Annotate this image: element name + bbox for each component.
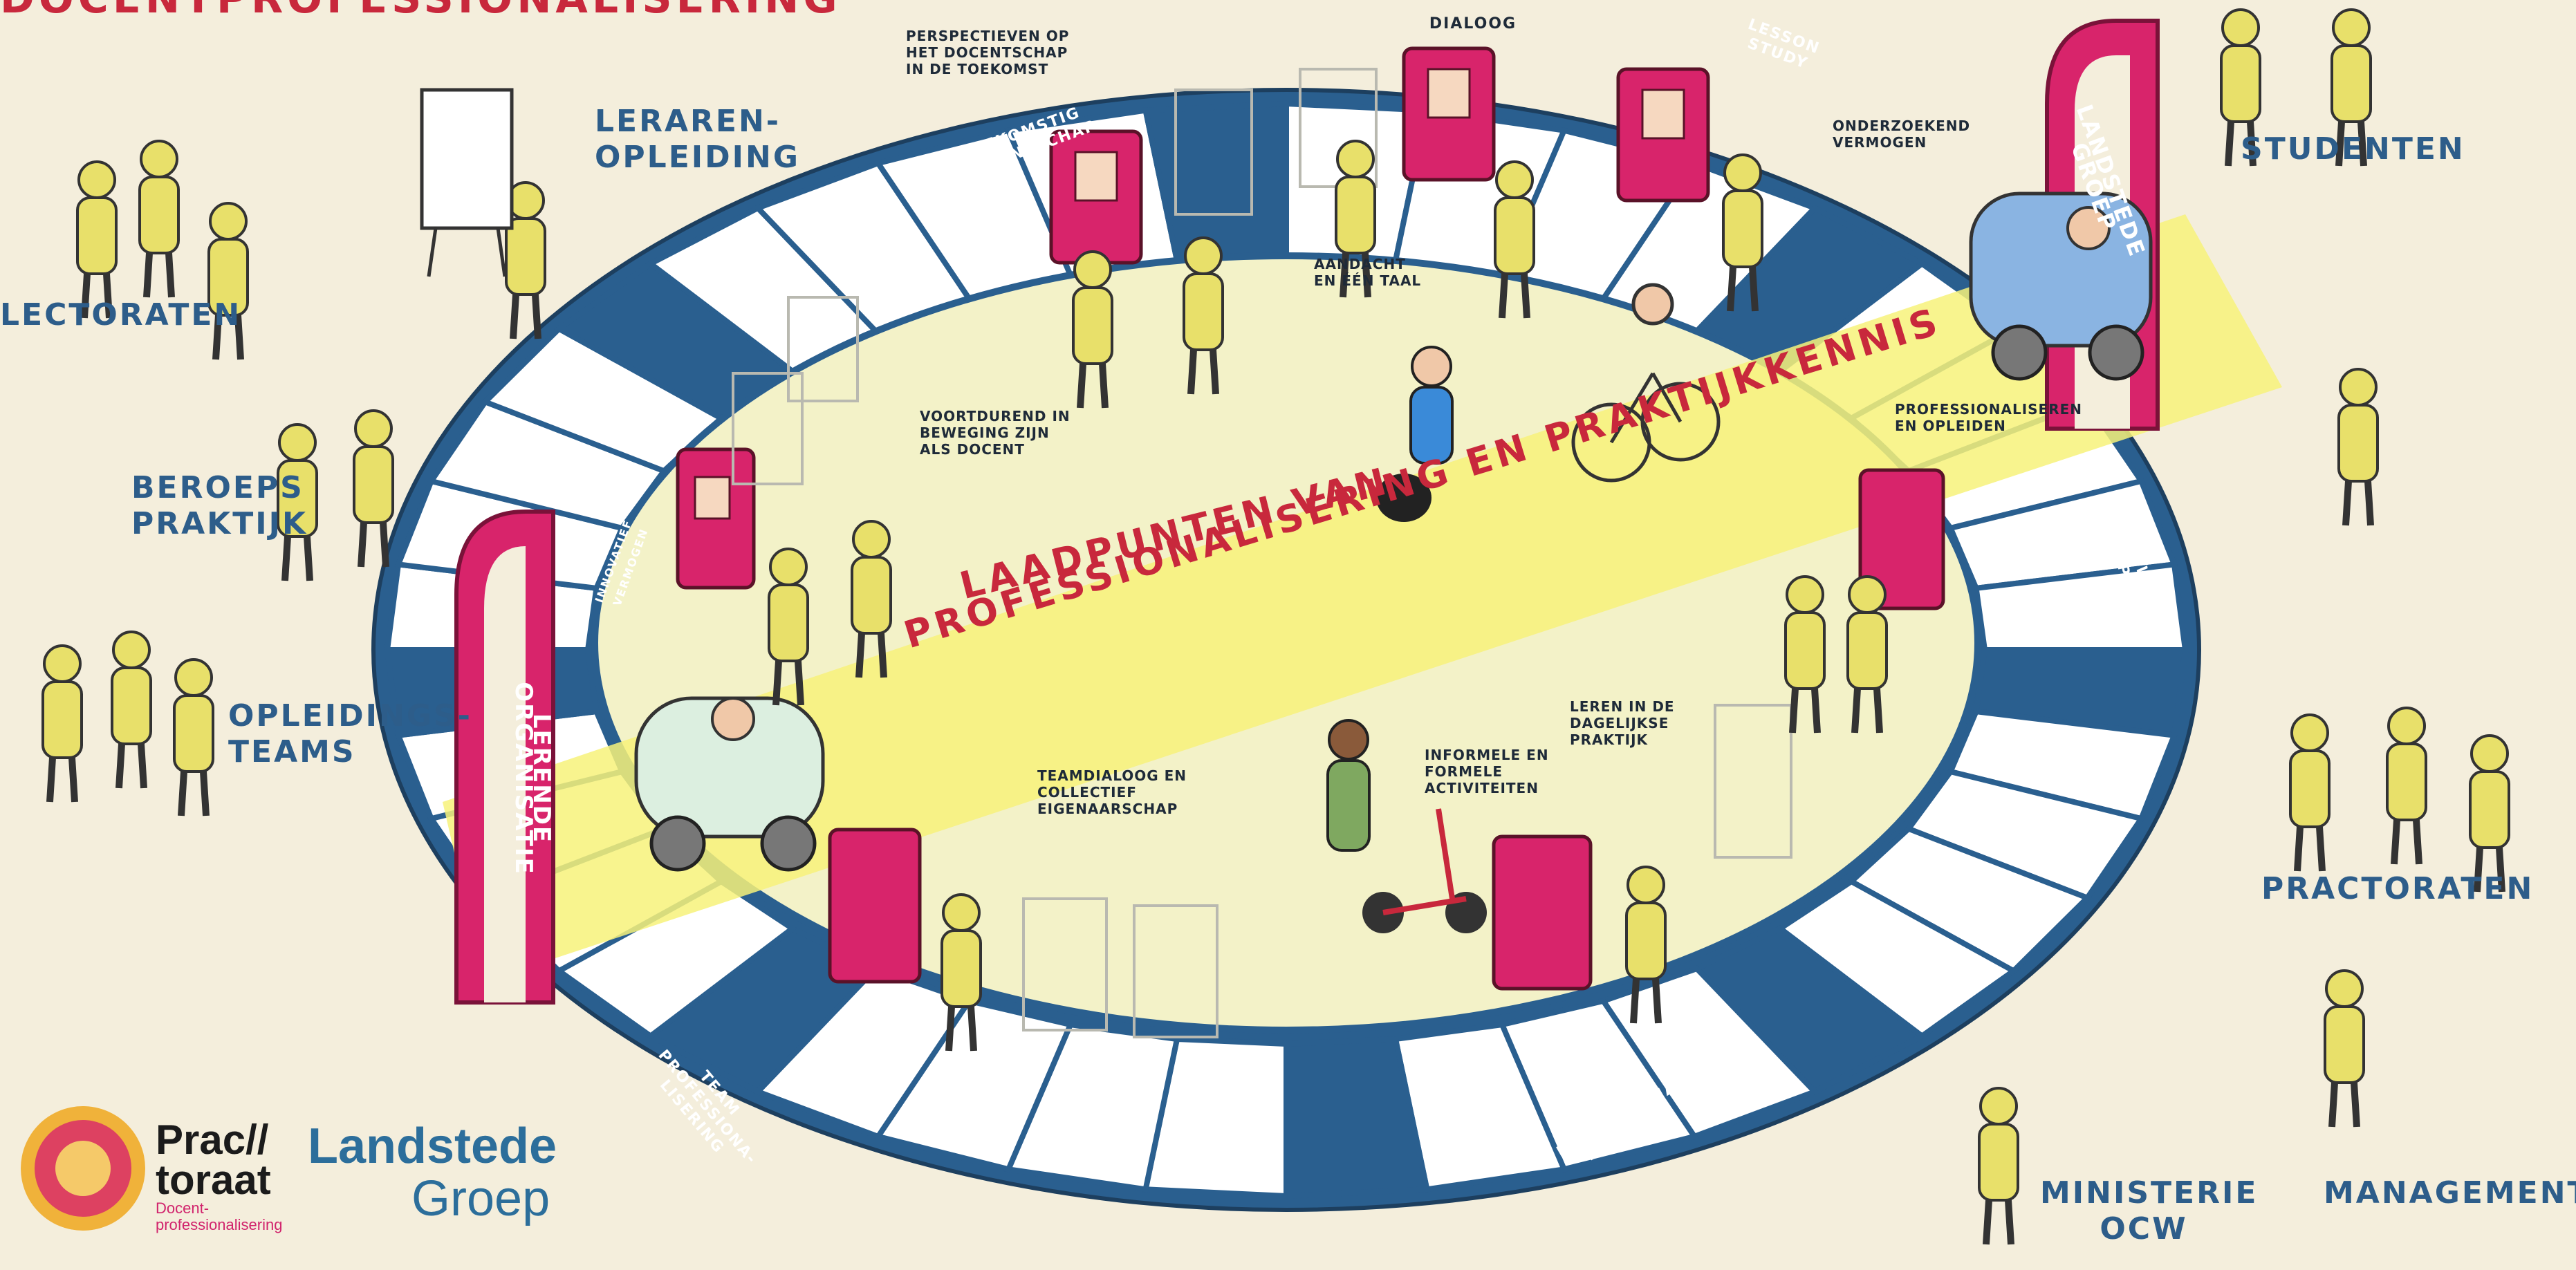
person-figure — [2469, 734, 2510, 893]
person-figure — [1846, 575, 1888, 734]
page-title: DOCENTPROFESSIONALISERING — [0, 0, 842, 21]
person-figure — [768, 548, 809, 706]
person-figure — [111, 631, 152, 789]
stakeholder-ministerie: MINISTERIE OCW — [2040, 1175, 2259, 1246]
person-figure — [1722, 153, 1763, 312]
person-figure — [2386, 707, 2427, 865]
person-figure — [940, 893, 982, 1052]
person-figure — [173, 658, 214, 816]
annotation-prof-opleiden: PROFESSIONALISEREN EN OPLEIDEN — [1895, 401, 2083, 434]
person-figure — [353, 409, 394, 568]
annotation-leren-dagelijks: LEREN IN DE DAGELIJKSE PRAKTIJK — [1570, 698, 1675, 748]
annotation-informele: INFORMELE EN FORMELE ACTIVITEITEN — [1425, 747, 1549, 796]
segway-rider — [1376, 346, 1454, 522]
annotation-onderzoekend: ONDERZOEKEND VERMOGEN — [1833, 118, 1971, 151]
annotation-voortdurend: VOORTDUREND IN BEWEGING ZIJN ALS DOCENT — [920, 408, 1071, 458]
practoraat-logo-line1: Prac// — [156, 1117, 269, 1163]
person-figure — [1784, 575, 1826, 734]
annotation-teamdialoog: TEAMDIALOOG EN COLLECTIEF EIGENAARSCHAP — [1037, 767, 1187, 817]
person-figure — [1072, 250, 1113, 409]
person-figure — [2324, 969, 2365, 1128]
stakeholder-lerarenopleiding: LERAREN- OPLEIDING — [595, 104, 800, 175]
left-arch-label: LERENDE ORGANISATIE — [510, 682, 555, 875]
person-figure — [76, 160, 118, 319]
annotation-aandacht: AANDACHT EN ÉÉN TAAL — [1314, 256, 1422, 289]
scooter-rider — [1326, 719, 1487, 933]
car-left — [634, 696, 825, 872]
stakeholder-opleidingsteams: OPLEIDINGS- TEAMS — [228, 698, 472, 769]
stakeholder-studenten: STUDENTEN — [2241, 131, 2465, 167]
landstede-logo-line2: Groep — [411, 1171, 550, 1226]
annotation-perspectieven: PERSPECTIEVEN OP HET DOCENTSCHAP IN DE T… — [906, 28, 1070, 77]
person-figure — [2220, 8, 2261, 167]
stakeholder-practoraten: PRACTORATEN — [2261, 871, 2535, 906]
left-arch — [454, 510, 555, 1005]
stakeholder-beroepspraktijk: BEROEPS PRAKTIJK — [131, 470, 308, 541]
car-right — [1969, 192, 2153, 381]
stakeholder-lectoraten: LECTORATEN — [0, 297, 242, 333]
stakeholder-management: MANAGEMENT — [2324, 1175, 2576, 1211]
charging-station — [1492, 834, 1593, 991]
practoraat-logo-sub: Docent- professionalisering — [156, 1199, 283, 1233]
track-segment — [1973, 561, 2189, 653]
bicycle — [1571, 283, 1721, 483]
practoraat-logo-line2: toraat — [156, 1157, 271, 1203]
person-figure — [851, 520, 892, 678]
person-figure — [2337, 368, 2379, 526]
person-figure — [277, 423, 318, 581]
practoraat-logo: Prac// toraat Docent- professionaliserin… — [156, 1117, 294, 1233]
practoraat-logo-mark — [21, 1106, 145, 1231]
flipchart — [420, 88, 514, 277]
yellow-band — [443, 214, 2282, 982]
person-figure — [1335, 140, 1376, 298]
person-figure — [207, 202, 249, 360]
person-figure — [1183, 236, 1224, 395]
person-figure — [41, 644, 83, 803]
person-figure — [2289, 713, 2331, 872]
person-figure — [138, 140, 180, 298]
landstede-logo-line1: Landstede — [308, 1119, 557, 1174]
person-figure — [1978, 1087, 2019, 1245]
person-figure — [1625, 866, 1667, 1024]
person-figure — [2331, 8, 2372, 167]
landstede-logo: Landstede Groep — [308, 1120, 557, 1225]
charging-station — [828, 828, 922, 984]
segment-dialoog: DIALOOG — [1429, 15, 1517, 32]
people-figures — [41, 8, 2510, 1245]
charging-station — [1858, 468, 1945, 610]
person-figure — [1494, 160, 1535, 319]
empty-kiosks — [732, 68, 1792, 1038]
